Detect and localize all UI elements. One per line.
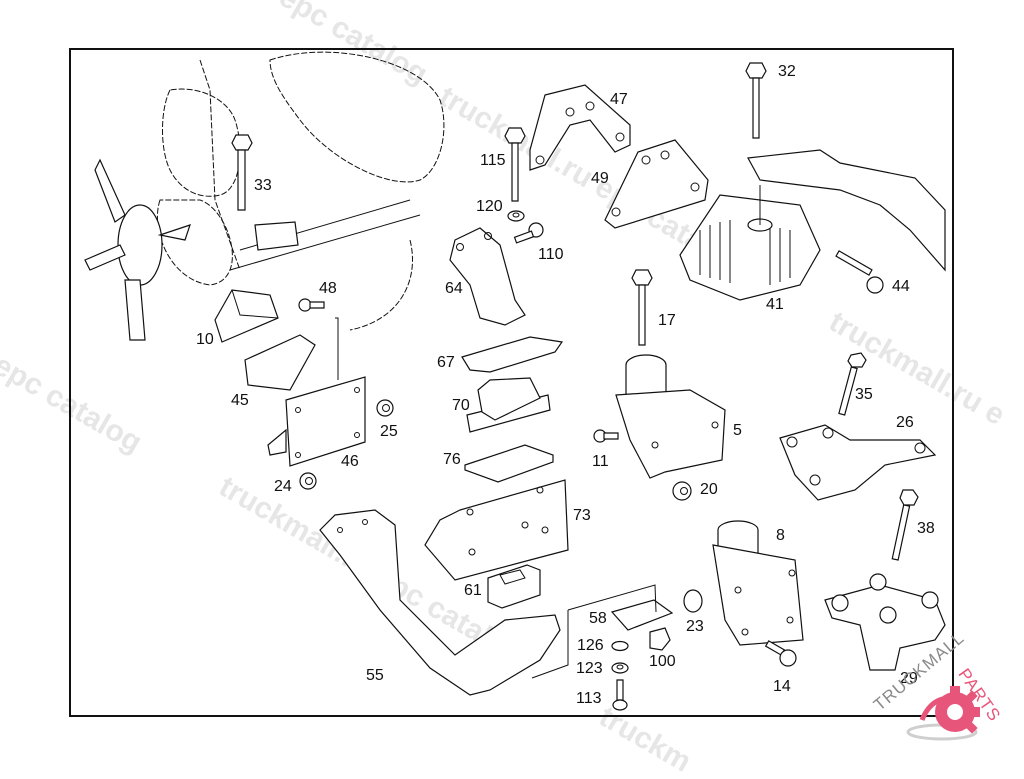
truckmall-parts-logo: TRUCKMALL PARTS (860, 628, 1024, 750)
callout-61[interactable]: 61 (464, 582, 482, 599)
callout-45[interactable]: 45 (231, 392, 249, 409)
bracket-73 (425, 480, 568, 580)
callout-64[interactable]: 64 (445, 280, 463, 297)
bolt-35 (839, 353, 866, 415)
nut-20 (673, 482, 691, 500)
plate-58 (532, 585, 672, 678)
washer-123 (612, 663, 628, 673)
mount-29 (825, 574, 945, 670)
diagram-frame (69, 48, 954, 717)
gear-icon (906, 686, 980, 741)
mount-8 (713, 521, 803, 645)
bracket-64 (450, 228, 525, 325)
washer-126 (612, 642, 628, 651)
bolt-11 (594, 430, 618, 442)
bolt-17 (632, 270, 652, 345)
callout-49[interactable]: 49 (591, 170, 609, 187)
bolt-38 (892, 490, 918, 560)
callout-46[interactable]: 46 (341, 453, 359, 470)
callout-123[interactable]: 123 (576, 660, 603, 677)
mount-70 (467, 378, 550, 432)
callout-76[interactable]: 76 (443, 451, 461, 468)
bolt-14 (766, 641, 796, 666)
callout-32[interactable]: 32 (778, 63, 796, 80)
diagram-artwork (0, 0, 1024, 750)
block-61 (488, 565, 540, 608)
callout-126[interactable]: 126 (577, 637, 604, 654)
mount-10 (215, 290, 278, 342)
callout-20[interactable]: 20 (700, 481, 718, 498)
callout-26[interactable]: 26 (896, 414, 914, 431)
bolt-110 (515, 223, 543, 243)
callout-11[interactable]: 11 (592, 453, 609, 470)
mount-41 (680, 185, 820, 300)
callout-120[interactable]: 120 (476, 198, 503, 215)
bracket-47 (530, 85, 630, 170)
leader-line (335, 318, 338, 380)
callout-48[interactable]: 48 (319, 280, 337, 297)
callout-23[interactable]: 23 (686, 618, 704, 635)
callout-44[interactable]: 44 (892, 278, 910, 295)
plate-76 (465, 445, 553, 482)
callout-29[interactable]: 29 (900, 670, 918, 687)
bolt-115 (505, 128, 525, 201)
callout-100[interactable]: 100 (649, 653, 676, 670)
callout-55[interactable]: 55 (366, 667, 384, 684)
nut-25 (377, 400, 393, 416)
plate-67 (462, 337, 562, 372)
engine-outline (85, 52, 444, 340)
nut-100 (650, 628, 670, 650)
callout-35[interactable]: 35 (855, 386, 873, 403)
callout-113[interactable]: 113 (576, 690, 602, 707)
plate-46 (268, 377, 365, 466)
callout-41[interactable]: 41 (766, 296, 784, 313)
callout-17[interactable]: 17 (658, 312, 676, 329)
bolt-48 (299, 299, 324, 311)
callout-25[interactable]: 25 (380, 423, 398, 440)
bolt-33 (232, 135, 252, 210)
callout-58[interactable]: 58 (589, 610, 607, 627)
callout-8[interactable]: 8 (776, 527, 785, 544)
callout-5[interactable]: 5 (733, 422, 742, 439)
crossmember-55 (320, 510, 560, 695)
callout-10[interactable]: 10 (196, 331, 214, 348)
frame-bracket (748, 150, 945, 270)
callout-70[interactable]: 70 (452, 397, 470, 414)
callout-24[interactable]: 24 (274, 478, 292, 495)
callout-110[interactable]: 110 (538, 246, 564, 263)
callout-73[interactable]: 73 (573, 507, 591, 524)
plate-49 (605, 140, 708, 228)
bracket-45 (245, 335, 315, 390)
callout-47[interactable]: 47 (610, 91, 628, 108)
bolt-44 (836, 251, 883, 293)
bolt-113 (613, 680, 627, 710)
callout-38[interactable]: 38 (917, 520, 935, 537)
bolt-32 (746, 63, 766, 138)
nut-24 (300, 473, 316, 489)
callout-67[interactable]: 67 (437, 354, 455, 371)
washer-23 (684, 590, 702, 612)
washer-120 (508, 211, 524, 221)
callout-115[interactable]: 115 (480, 152, 506, 169)
callout-33[interactable]: 33 (254, 177, 272, 194)
bracket-26 (780, 425, 935, 500)
mount-5 (616, 355, 725, 478)
callout-14[interactable]: 14 (773, 678, 791, 695)
